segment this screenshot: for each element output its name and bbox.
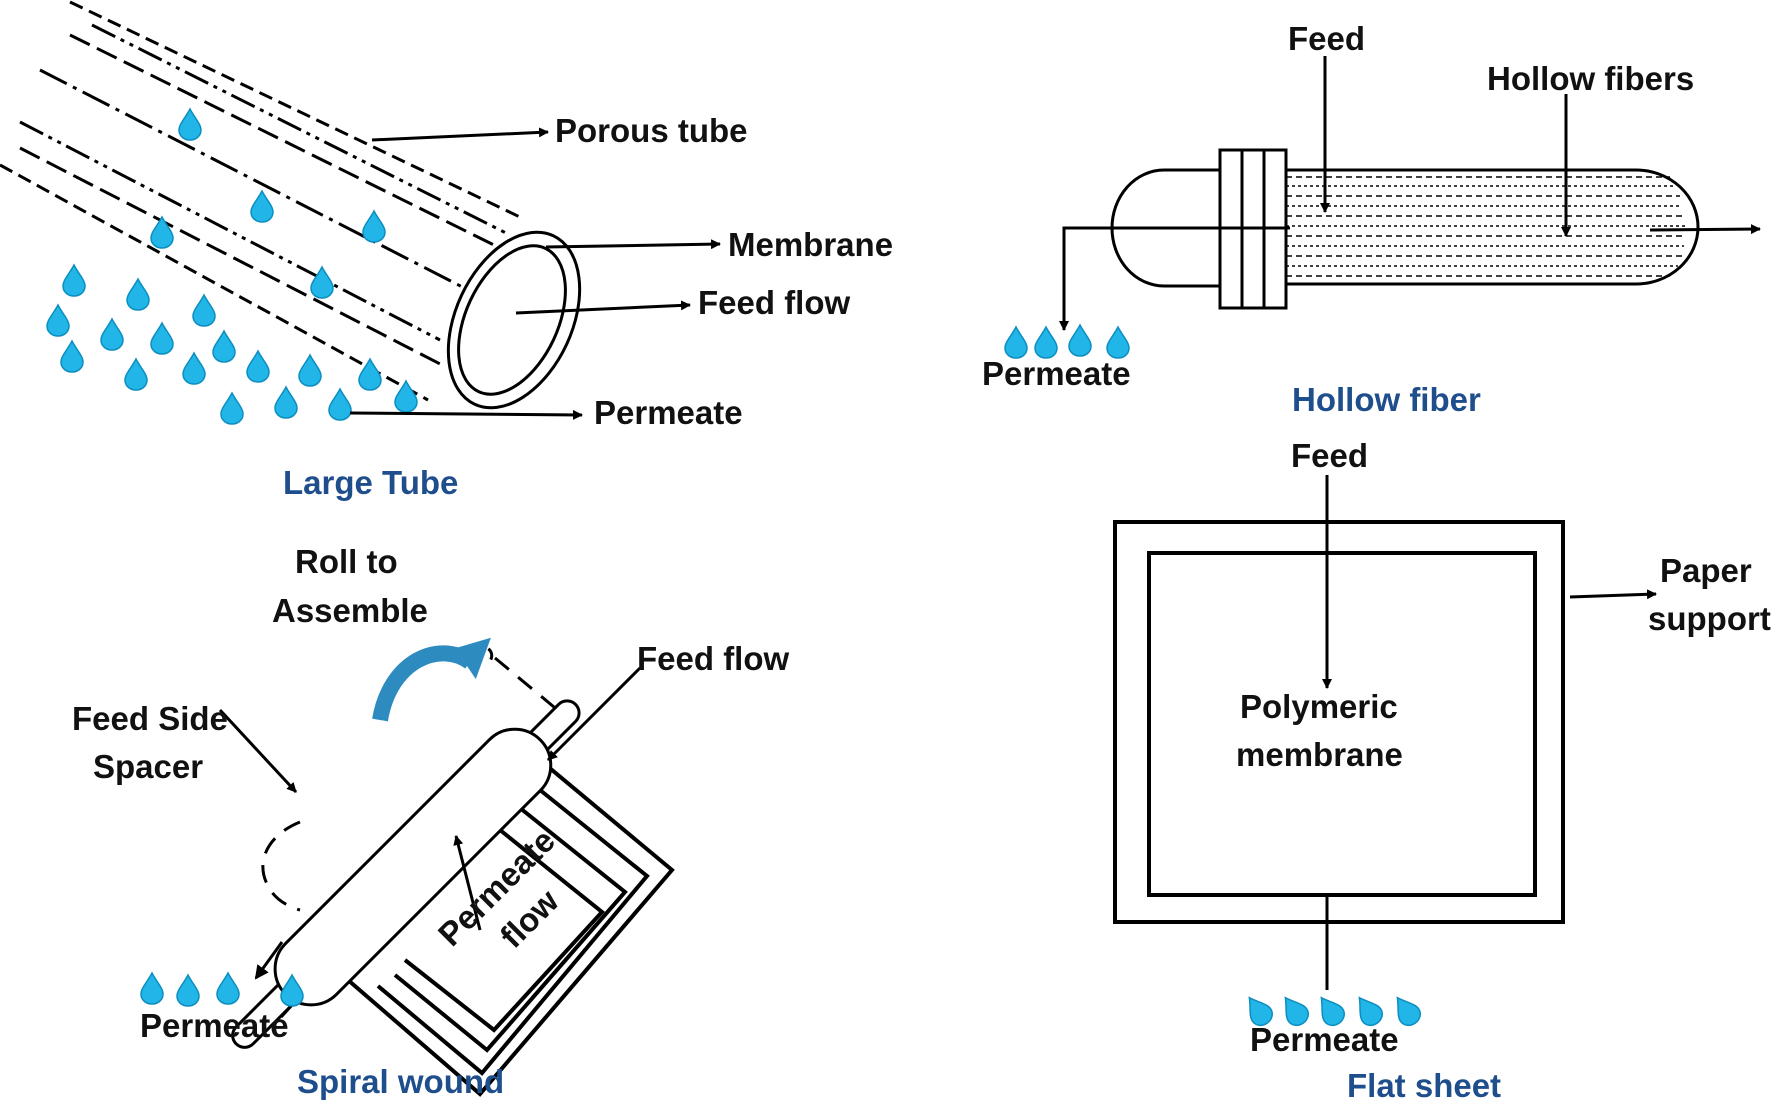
feed-side-spacer-curl [261, 820, 301, 912]
water-drop-icon [216, 972, 240, 1005]
roll-direction-arrow-icon [372, 645, 475, 722]
water-drop-icon [140, 972, 164, 1005]
large-tube-title: Large Tube [283, 464, 458, 501]
flat-membrane-label-line1: Polymeric [1240, 688, 1398, 725]
module-shell [1286, 168, 1700, 286]
roll-label-line2: Assemble [272, 592, 428, 629]
water-drop-icon [150, 216, 174, 249]
water-drop-icon [298, 354, 322, 387]
retentate-outlet-arrow [1649, 224, 1761, 235]
spiral-feed-flow-arrow [546, 666, 642, 762]
paper-support-frame [1113, 520, 1565, 924]
feed-side-spacer-pointer-arrow [218, 708, 298, 794]
paper-support-label-line2: support [1648, 600, 1771, 637]
water-drop-icon [46, 304, 70, 337]
water-drop-icon [246, 350, 270, 383]
feed-flow-label: Feed flow [698, 284, 851, 321]
water-drop-icon [124, 358, 148, 391]
flat-sheet-title: Flat sheet [1347, 1067, 1501, 1100]
permeate-flow-arrow [453, 835, 482, 931]
flat-feed-label: Feed [1291, 437, 1368, 474]
paper-support-pointer-arrow [1569, 589, 1657, 600]
spiral-permeate-outlet-arrow [254, 941, 284, 980]
hollow-feed-label: Feed [1288, 20, 1365, 57]
tube-end-rings [446, 230, 582, 410]
roll-label-line1: Roll to [295, 543, 398, 580]
spiral-wound-panel: Roll to Assemble Feed Side Spacer Feed f… [72, 543, 790, 1100]
water-drop-icon [274, 386, 298, 419]
large-tube-panel: Porous tube Membrane Feed flow Permeate … [0, 0, 893, 501]
permeate-collection-tube [231, 699, 581, 1049]
water-drop-icon [310, 266, 334, 299]
water-drop-icon [1106, 326, 1130, 359]
hollow-fiber-title: Hollow fiber [1292, 381, 1481, 418]
water-drop-icon [1034, 326, 1058, 359]
spiral-wound-title: Spiral wound [297, 1063, 504, 1100]
feed-flow-pointer-arrow [515, 300, 691, 315]
hollow-permeate-label: Permeate [982, 355, 1131, 392]
water-drop-icon [250, 190, 274, 223]
water-drop-icon [182, 352, 206, 385]
flat-permeate-label: Permeate [1250, 1021, 1399, 1058]
flat-membrane-label-line2: membrane [1236, 736, 1403, 773]
water-drop-icon [1004, 326, 1028, 359]
water-drop-icon [394, 380, 418, 413]
feed-side-label-line2: Spacer [93, 748, 203, 785]
feed-side-label-line1: Feed Side [72, 700, 228, 737]
water-drop-icon [192, 294, 216, 327]
water-drop-icon [126, 278, 150, 311]
paper-support-label-line1: Paper [1660, 552, 1752, 589]
spiral-feed-flow-label: Feed flow [637, 640, 790, 677]
porous-tube-lines [0, 0, 523, 402]
hollow-fibers-label: Hollow fibers [1487, 60, 1694, 97]
water-drop-icon [176, 974, 200, 1007]
hollow-fiber-bundle [1286, 176, 1686, 277]
feed-side-spacer-outline [259, 656, 563, 1018]
spiral-permeate-label: Permeate [140, 1007, 289, 1044]
permeate-label: Permeate [594, 394, 743, 431]
porous-tube-label: Porous tube [555, 112, 748, 149]
water-drop-icon [358, 358, 382, 391]
roll-arrowhead-icon [455, 637, 491, 680]
polymeric-membrane-sheet [1147, 551, 1537, 897]
large-tube-permeate-drops [46, 108, 418, 425]
water-drop-icon [62, 264, 86, 297]
water-drop-icon [100, 318, 124, 351]
permeate-pointer-arrow [349, 409, 583, 420]
water-drop-icon [328, 388, 352, 421]
membrane-pointer-arrow [545, 239, 721, 250]
water-drop-icon [178, 108, 202, 141]
flat-sheet-panel: Feed Polymeric membrane Paper support Pe… [1113, 437, 1771, 1100]
hollow-fiber-permeate-drops [1004, 324, 1130, 359]
water-drop-icon [1068, 324, 1092, 357]
water-drop-icon [220, 392, 244, 425]
membrane-envelopes [346, 758, 675, 1097]
water-drop-icon [362, 210, 386, 243]
water-drop-icon [60, 340, 84, 373]
membrane-label: Membrane [728, 226, 893, 263]
porous-tube-pointer-arrow [371, 127, 549, 142]
water-drop-icon [150, 322, 174, 355]
hollow-fiber-panel: Feed Hollow fibers Permeate Hollow fiber [982, 20, 1761, 418]
permeate-outlet-arrow [1059, 226, 1290, 331]
water-drop-icon [212, 330, 236, 363]
